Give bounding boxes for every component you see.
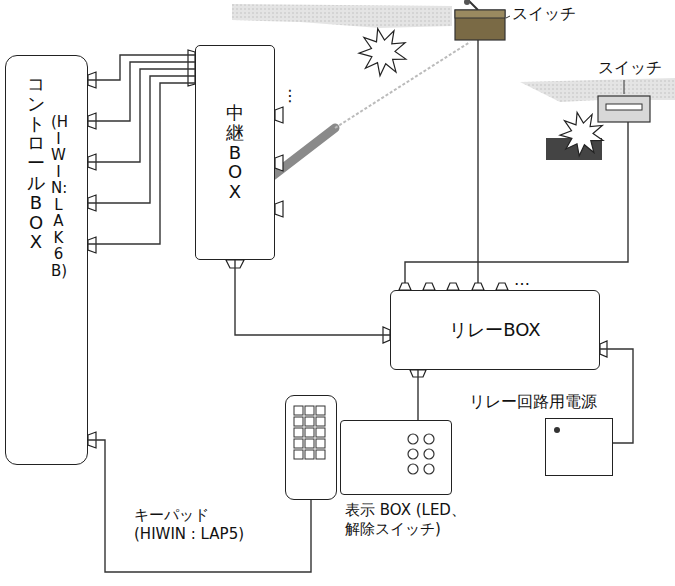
switch-slot [606, 104, 642, 110]
switch-wire [405, 122, 628, 286]
impact-star [359, 29, 406, 76]
junction-box: 中継 BOX [195, 45, 275, 260]
part-label: … [514, 270, 530, 289]
cable [88, 440, 311, 572]
led-lamps [341, 421, 451, 493]
control-box: コントロール BOX (HIWIN:LAK6B) [5, 55, 88, 465]
sensor-beam [335, 42, 470, 128]
impact-star [560, 113, 603, 156]
power-dot [554, 427, 560, 433]
leader-line [506, 16, 510, 18]
keypad: キーパッド (HIWIN : LAP5) [285, 395, 337, 500]
node-label: リレーBOX [449, 318, 540, 342]
node-label: キーパッド (HIWIN : LAP5) [134, 506, 264, 544]
relay-box: リレーBOX [390, 290, 600, 370]
connector-stubs [88, 50, 607, 448]
cable [88, 55, 195, 244]
power-supply: リレー回路用電源 [545, 418, 613, 476]
sensor-rod [270, 128, 335, 178]
part-label: スイッチ [512, 4, 576, 25]
part-label: ⋮ [282, 86, 298, 105]
node-label: 中継 BOX [226, 103, 244, 202]
limit-switch [455, 10, 505, 40]
part-label: スイッチ [598, 58, 662, 79]
node-label: リレー回路用電源 [469, 392, 597, 412]
switch-top [455, 10, 505, 18]
cable [235, 260, 390, 335]
leader-line [624, 80, 625, 94]
node-label: (HIWIN:LAK6B) [51, 114, 66, 279]
display-box: 表示 BOX (LED、解除スイッチ) [340, 420, 452, 495]
node-label: 表示 BOX (LED、解除スイッチ) [345, 501, 510, 539]
push-switch [598, 96, 650, 122]
node-label: コントロール BOX [27, 74, 45, 252]
grey-area [232, 4, 452, 28]
switch-wire [477, 40, 478, 286]
lever-knob [464, 0, 470, 5]
keypad-keys [286, 396, 336, 496]
cable [417, 370, 418, 420]
